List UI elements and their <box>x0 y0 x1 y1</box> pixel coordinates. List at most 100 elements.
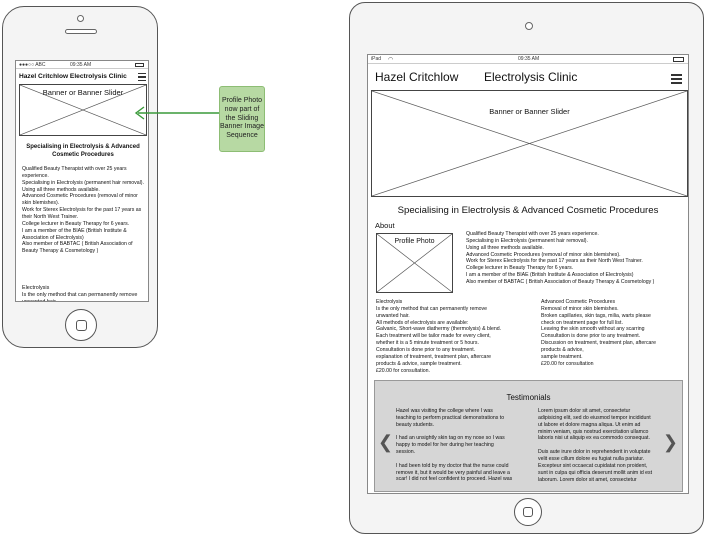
tablet-banner-placeholder[interactable]: Banner or Banner Slider <box>371 90 688 197</box>
tablet-banner-label: Banner or Banner Slider <box>480 107 579 116</box>
testimonial-line: Lorem ipsum dolor sit amet, consectetur <box>538 408 631 414</box>
testimonial-line: I had an unsightly skin tag on my nose s… <box>396 435 505 442</box>
tablet-clock-text: 09:35 AM <box>518 56 540 62</box>
bio-line: College lecturer in Beauty Therapy for 6… <box>22 220 130 227</box>
electrolysis-line: whether it is a 5 minute treatment or 5 … <box>376 340 479 347</box>
battery-icon <box>135 63 144 67</box>
bio-line: I am a member of the BIAE (British Insti… <box>22 227 127 241</box>
carrier-text: ●●●○○ ABC <box>19 62 46 68</box>
testimonial-left: Hazel was visiting the college where I w… <box>396 408 536 490</box>
bio-line: Also member of BABTAC ( British Associat… <box>22 241 133 255</box>
electrolysis-title: Electrolysis <box>376 299 403 305</box>
testimonial-line: laborum. Lorem dolor sit amet, consectet… <box>538 476 637 483</box>
tablet-home-button[interactable] <box>514 498 542 526</box>
electrolysis-line: Each treatment will be tailor made for e… <box>376 333 491 340</box>
bio-line: Using all three methods available. <box>466 244 544 251</box>
testimonial-line: session. <box>396 449 416 456</box>
testimonial-line: Excepteur sint occaecat cupidatat non pr… <box>538 462 648 469</box>
bio-line: Specialising in Electrolysis (permanent … <box>22 179 144 186</box>
callout-text: Profile Photo now part of the Sliding Ba… <box>220 97 264 140</box>
profile-photo-placeholder[interactable]: Profile Photo <box>376 233 453 293</box>
electrolysis-line: £20.00 for consultation. <box>376 367 430 374</box>
bio-line: College lecturer in Beauty Therapy for 6… <box>466 265 574 272</box>
tablet-site-tagline[interactable]: Electrolysis Clinic <box>484 70 578 84</box>
tablet-battery-icon <box>673 57 684 62</box>
testimonial-line: happy to model for her during her teachi… <box>396 442 494 449</box>
advanced-line: Discussion on treatment, treatment plan,… <box>541 340 657 347</box>
clock-text: 09:35 AM <box>70 62 92 68</box>
tablet-status-bar: iPad ◠ 09:35 AM <box>368 55 688 64</box>
testimonial-line: remove it, but it would be very painful … <box>396 469 510 476</box>
chevron-left-icon[interactable]: ❮ <box>378 432 394 452</box>
bio-line: Using all three methods available. <box>22 186 100 193</box>
bio-line: Advanced Cosmetic Procedures (removal of… <box>466 251 621 258</box>
advanced-line: £20.00 for consultation <box>541 360 594 367</box>
tablet-frame: iPad ◠ 09:35 AM Hazel Critchlow Electrol… <box>349 2 704 534</box>
electrolysis-line: products & advice, sample treatment. <box>376 360 462 367</box>
bio-line: Work for Sterex Electrolysis for the pas… <box>22 207 142 221</box>
phone-screen: ●●●○○ ABC 09:35 AM Hazel Critchlow Elect… <box>15 60 149 302</box>
advanced-column: Advanced Cosmetic Procedures Removal of … <box>541 299 688 368</box>
advanced-line: Removal of minor skin blemishes. <box>541 305 619 312</box>
callout-note: Profile Photo now part of the Sliding Ba… <box>219 86 265 152</box>
profile-photo-label: Profile Photo <box>394 238 435 245</box>
electrolysis-line: Galvanic, Short-wave diathermy (thermoly… <box>376 326 502 333</box>
tablet-site-name[interactable]: Hazel Critchlow <box>375 70 459 84</box>
status-bar: ●●●○○ ABC 09:35 AM <box>16 61 148 69</box>
site-title[interactable]: Hazel Critchlow Electrolysis Clinic <box>19 73 127 80</box>
menu-icon[interactable] <box>138 73 146 83</box>
testimonial-line: minim veniam, quis nostrud exercitation … <box>538 428 649 435</box>
testimonial-line: scar! I did not feel confident to procee… <box>396 476 513 483</box>
advanced-title: Advanced Cosmetic Procedures <box>541 299 616 305</box>
testimonial-line: I had been told by my doctor that the nu… <box>396 462 509 469</box>
phone-home-button[interactable] <box>65 309 97 341</box>
phone-camera <box>77 15 84 22</box>
advanced-line: sample treatment. <box>541 353 583 360</box>
electrolysis-column: Electrolysis Is the only method that can… <box>376 299 526 374</box>
callout-arrow <box>134 106 220 120</box>
testimonial-line: beauty students. <box>396 421 435 428</box>
tablet-camera <box>525 22 533 30</box>
advanced-line: check on treatment page for full list. <box>541 319 623 326</box>
bio-line: Also member of BABTAC ( British Associat… <box>466 279 655 286</box>
electrolysis-line: Is the only method that can permanently … <box>376 305 488 312</box>
testimonial-line: velit esse cillum dolore eu fugiat nulla… <box>538 455 645 462</box>
chevron-right-icon[interactable]: ❯ <box>662 432 678 452</box>
bio-line: Qualified Beauty Therapist with over 25 … <box>466 231 599 237</box>
section-text: Is the only method that can permanently … <box>22 292 138 301</box>
advanced-line: Broken capillaries, skin tags, milia, wa… <box>541 312 651 319</box>
page-heading: Specialising in Electrolysis & Advanced … <box>26 144 140 158</box>
advanced-line: Consultation is done prior to any treatm… <box>541 333 641 340</box>
electrolysis-line: All methods of electrolysis are availabl… <box>376 319 469 326</box>
advanced-line: products & advice, <box>541 347 584 354</box>
testimonials-title: Testimonials <box>506 393 551 402</box>
tablet-menu-icon[interactable] <box>671 74 682 86</box>
bio-line: I am a member of the BIAE (British Insti… <box>466 272 634 279</box>
electrolysis-line: Consultation is done prior to any treatm… <box>376 347 476 354</box>
testimonial-line: teaching to perform practical demonstrat… <box>396 414 505 421</box>
home-square-icon <box>76 320 87 331</box>
tablet-home-square-icon <box>523 507 533 517</box>
banner-placeholder[interactable]: Banner or Banner Slider <box>19 84 147 136</box>
testimonial-line: Hazel was visiting the college where I w… <box>396 408 493 414</box>
device-text: iPad <box>371 56 382 62</box>
about-label: About <box>375 221 395 230</box>
advanced-line: Leaving the skin smooth without any scar… <box>541 326 645 333</box>
bio-line: Work for Sterex Electrolysis for the pas… <box>466 258 643 265</box>
testimonial-line: Duis aute irure dolor in reprehenderit i… <box>538 449 651 456</box>
phone-frame: ●●●○○ ABC 09:35 AM Hazel Critchlow Elect… <box>2 6 158 348</box>
testimonial-line: ut labore et dolore magna aliqua. Ut eni… <box>538 421 641 428</box>
banner-label: Banner or Banner Slider <box>42 88 124 97</box>
electrolysis-line: explanation of treatment, treatment plan… <box>376 353 492 360</box>
tablet-screen: iPad ◠ 09:35 AM Hazel Critchlow Electrol… <box>367 54 689 494</box>
bio-list: Qualified Beauty Therapist with over 25 … <box>22 166 146 255</box>
bio-line: Advanced Cosmetic Procedures (removal of… <box>22 193 138 207</box>
bio-line: Specialising in Electrolysis (permanent … <box>466 237 588 244</box>
phone-speaker <box>65 29 97 34</box>
testimonial-line: sunt in culpa qui officia deserunt molli… <box>538 469 653 476</box>
testimonial-line: adipisicing elit, sed do eiusmod tempor … <box>538 414 651 421</box>
testimonials-slider: Testimonials ❮ ❯ Hazel was visiting the … <box>374 380 683 492</box>
wifi-icon: ◠ <box>388 57 394 63</box>
section-title: Electrolysis <box>22 285 50 291</box>
tablet-bio-list: Qualified Beauty Therapist with over 25 … <box>466 231 688 286</box>
